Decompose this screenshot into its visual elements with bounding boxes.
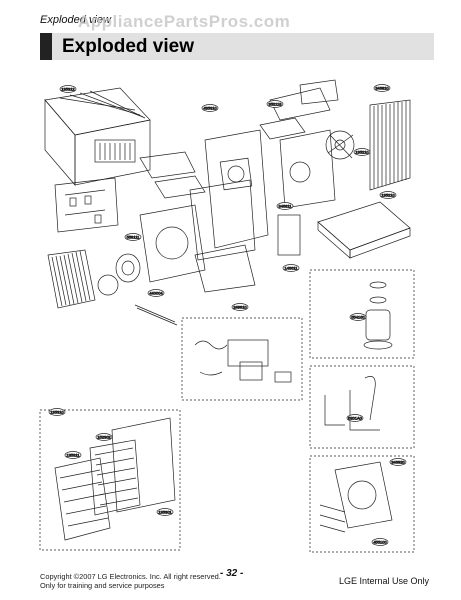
callout-fan-shroud: 135210 <box>355 150 369 155</box>
scroll-housing-part <box>139 179 256 293</box>
callout-motor-mount: 346811 <box>278 204 292 209</box>
callout-labels: 135312 435310 352118 346810 135210 13521… <box>48 84 407 546</box>
callout-top-cover: 435310 <box>203 106 217 111</box>
tubing-group <box>309 365 415 449</box>
evaporator-coil-part <box>47 249 96 309</box>
callout-cabinet: 135312 <box>61 87 75 92</box>
footer-copyright: Copyright ©2007 LG Electronics. Inc. All… <box>40 572 221 591</box>
callout-back-mount: 455100 <box>373 540 387 545</box>
internal-use-label: LGE Internal Use Only <box>338 576 429 586</box>
page-number: - 32 - <box>220 568 244 579</box>
control-box-group <box>181 317 303 401</box>
callout-louver: 135301 <box>158 510 172 515</box>
callout-base-pan: 135210 <box>381 193 395 198</box>
back-panel-group <box>309 455 415 553</box>
page-title: Exploded view <box>62 36 194 57</box>
callout-filter: 152302 <box>97 435 111 440</box>
title-marker <box>40 33 52 60</box>
watermark: AppliancePartsPros.com <box>78 12 291 31</box>
fan-shroud-part <box>204 129 336 256</box>
coil-part <box>369 99 411 191</box>
cabinet-part <box>44 87 151 186</box>
callout-coil: 346810 <box>375 86 389 91</box>
callout-chassis-front: 352118 <box>268 102 282 107</box>
callout-grille: 135310 <box>50 410 64 415</box>
condenser-fan-part <box>325 130 355 160</box>
purpose-line: Only for training and service purposes <box>40 581 165 591</box>
callout-front-panel: 135311 <box>66 453 80 458</box>
callout-air-guide: 146611 <box>284 266 298 271</box>
callout-blower-wheel: 559111 <box>127 235 141 240</box>
front-grille-group <box>39 409 181 551</box>
callout-tube: 5201A0 <box>348 416 363 421</box>
callout-motor: 440004 <box>149 291 163 296</box>
callout-control-box: 249910 <box>233 305 247 310</box>
copyright-line: Copyright ©2007 LG Electronics. Inc. All… <box>40 572 221 581</box>
title-bar: Exploded view <box>40 33 434 60</box>
running-header: Exploded view <box>40 14 111 26</box>
callout-compressor: 554160 <box>351 315 365 320</box>
callout-back-cover: 346920 <box>391 460 405 465</box>
top-cover-part <box>139 79 339 199</box>
bracket-part <box>54 177 119 233</box>
blower-wheel-part <box>97 253 178 326</box>
compressor-group <box>309 269 415 359</box>
base-pan-part <box>317 201 411 259</box>
